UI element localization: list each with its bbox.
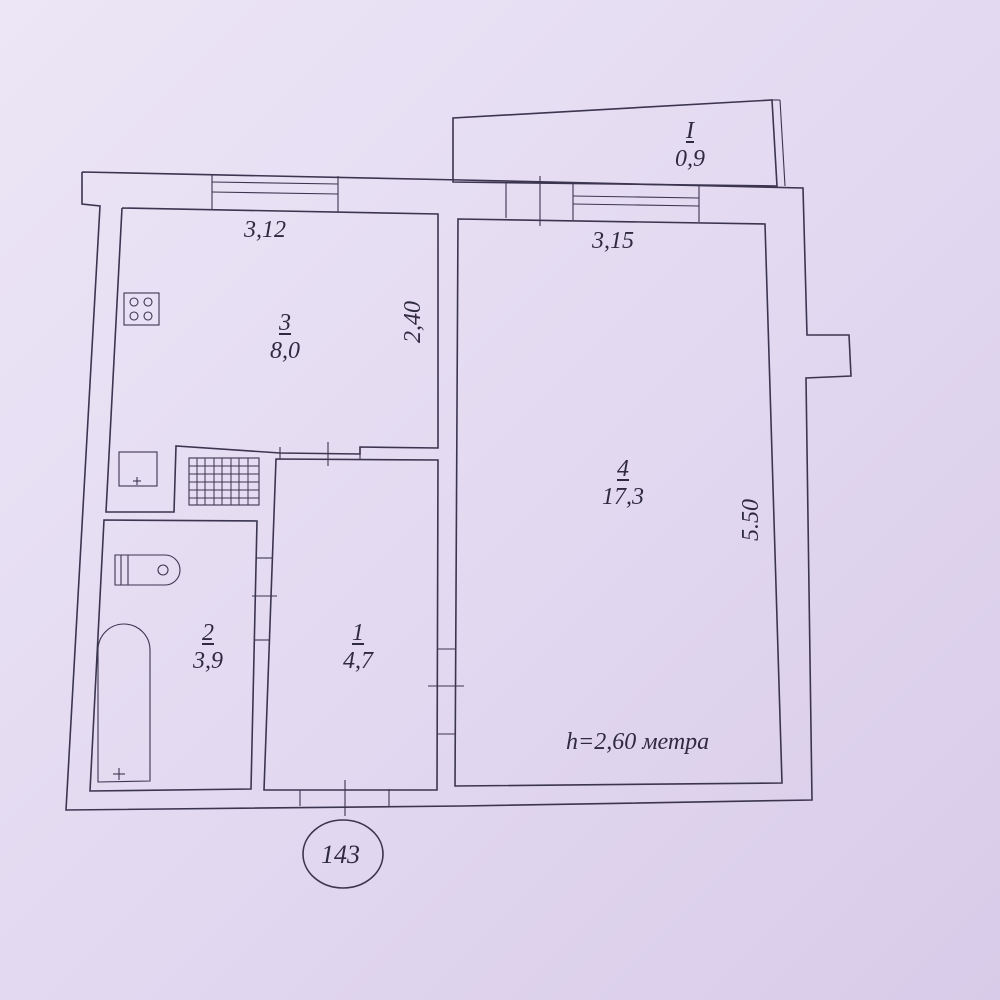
room-number: 2 — [202, 620, 214, 646]
entrance-door — [299, 780, 390, 816]
stove-icon — [123, 292, 160, 326]
bathtub-icon — [97, 623, 151, 783]
kitchen-depth-label: 2,40 — [400, 301, 426, 343]
toilet-icon — [114, 554, 181, 586]
room-area: 3,9 — [193, 647, 223, 674]
room-bathroom: 2 3,9 — [168, 620, 248, 675]
room-balcony: I 0,9 — [655, 118, 725, 173]
balcony-outline — [452, 99, 778, 187]
bathroom-walls — [89, 519, 258, 792]
living-depth-label: 5.50 — [738, 499, 764, 541]
room-number: I — [686, 118, 694, 144]
room-number: 4 — [617, 456, 629, 482]
living-width-label: 3,15 — [592, 228, 634, 254]
apartment-number: 143 — [321, 840, 360, 869]
kitchen-walls — [105, 207, 439, 513]
room-kitchen: 3 8,0 — [240, 310, 330, 365]
ventilation-grid-icon — [188, 457, 260, 506]
hallway-walls — [263, 458, 439, 791]
room-area: 8,0 — [270, 337, 300, 364]
room-area: 17,3 — [602, 483, 644, 510]
room-area: 0,9 — [675, 145, 705, 172]
room-number: 3 — [279, 310, 291, 336]
ceiling-height-label: h=2,60 метра — [566, 729, 710, 755]
room-number: 1 — [352, 620, 364, 646]
sink-icon — [118, 451, 158, 487]
living-door — [428, 648, 464, 735]
living-room-walls — [454, 218, 783, 787]
room-living: 4 17,3 — [573, 456, 673, 511]
room-hallway: 1 4,7 — [318, 620, 398, 675]
bathroom-door — [252, 557, 277, 641]
outer-wall — [65, 171, 852, 811]
room-area: 4,7 — [343, 647, 373, 674]
hallway-door-top — [279, 442, 361, 466]
kitchen-width-label: 3,12 — [244, 217, 286, 243]
living-window — [505, 176, 700, 226]
apartment-number-circle — [302, 819, 384, 889]
kitchen-window — [211, 174, 339, 212]
